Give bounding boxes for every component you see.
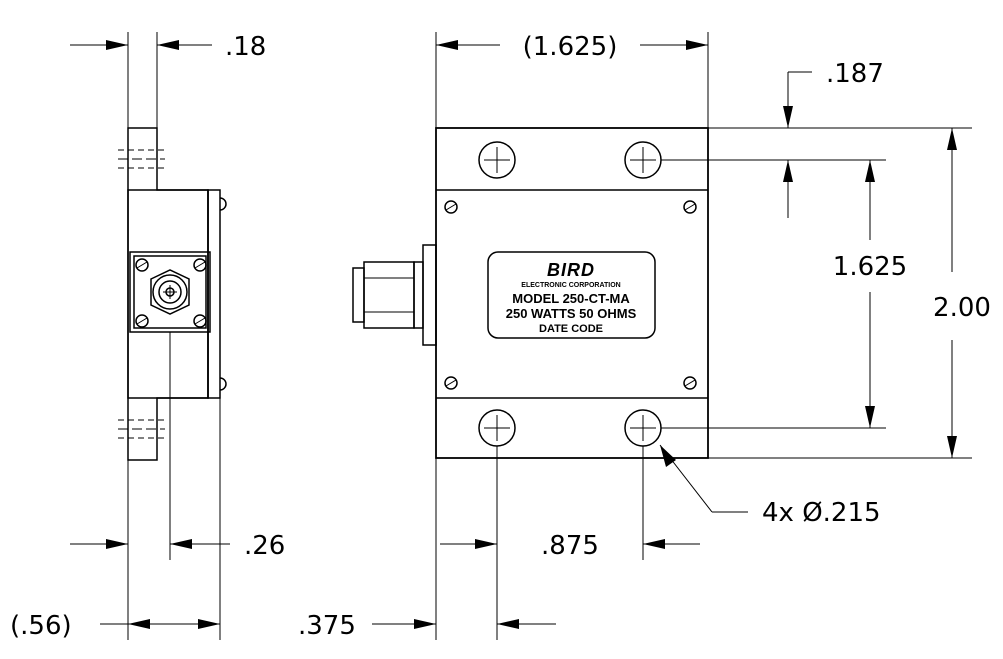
- dim-side-depth: (.56): [10, 611, 72, 641]
- company-name: ELECTRONIC CORPORATION: [521, 282, 620, 289]
- mounting-hole-bottom-right: [624, 409, 662, 447]
- side-view: [70, 32, 230, 640]
- dim-flange-thickness: .18: [225, 32, 266, 62]
- dim-hole-edge-offset: .187: [826, 59, 884, 89]
- mounting-hole-top-right: [624, 141, 662, 179]
- dim-overall-width: (1.625): [523, 32, 618, 62]
- dim-overall-height: 2.00: [933, 293, 991, 323]
- mounting-hole-bottom-left: [478, 409, 516, 447]
- dim-hole-spacing-vertical: 1.625: [833, 252, 907, 282]
- dim-hole-side-offset: .375: [298, 611, 356, 641]
- model-text: MODEL 250-CT-MA: [512, 291, 630, 306]
- product-label: BIRD ELECTRONIC CORPORATION MODEL 250-CT…: [487, 251, 656, 339]
- dim-hole-spacing-horizontal: .875: [541, 531, 599, 561]
- rating-text: 250 WATTS 50 OHMS: [506, 306, 637, 321]
- dim-connector-offset: .26: [244, 531, 285, 561]
- dim-hole-callout: 4x Ø.215: [762, 498, 881, 528]
- rf-connector: [352, 244, 437, 346]
- brand-logo: BIRD: [547, 260, 595, 280]
- front-view: BIRD ELECTRONIC CORPORATION MODEL 250-CT…: [352, 32, 972, 640]
- mounting-hole-top-left: [478, 141, 516, 179]
- date-code-text: DATE CODE: [539, 323, 603, 335]
